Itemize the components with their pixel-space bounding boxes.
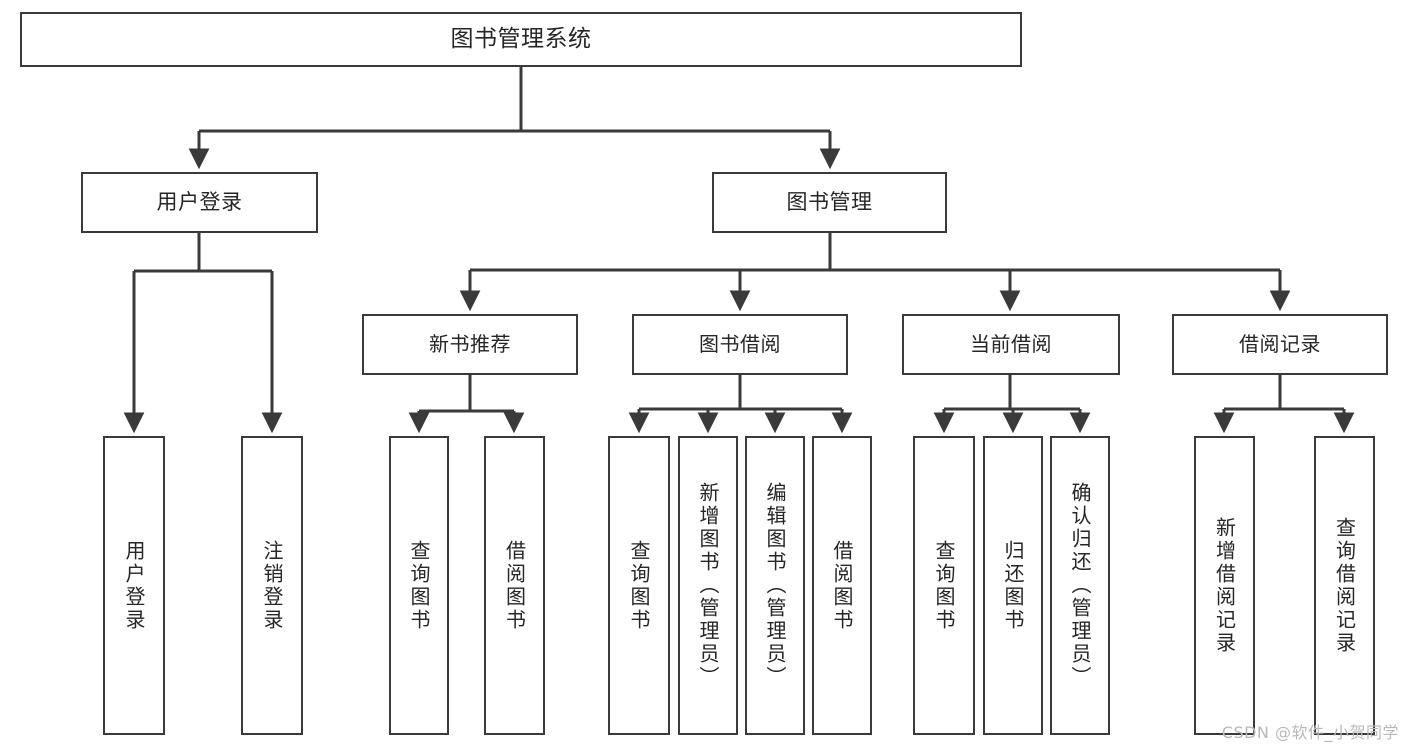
node-borrow-record[interactable]: 借阅记录 bbox=[1172, 314, 1388, 375]
leaf-borrow-book[interactable]: 借阅图书 bbox=[812, 436, 872, 735]
leaf-confirm-return-admin[interactable]: 确认归还（管理员） bbox=[1050, 436, 1110, 735]
leaf-query-book-recommend-label: 查询图书 bbox=[407, 539, 431, 632]
node-root-label: 图书管理系统 bbox=[450, 26, 592, 53]
node-book-borrow-label: 图书借阅 bbox=[699, 331, 781, 356]
leaf-add-borrow-record-label: 新增借阅记录 bbox=[1212, 516, 1237, 655]
leaf-edit-book-admin[interactable]: 编辑图书（管理员） bbox=[745, 436, 805, 735]
node-new-book-recommend-label: 新书推荐 bbox=[429, 331, 511, 356]
node-new-book-recommend[interactable]: 新书推荐 bbox=[362, 314, 578, 375]
leaf-add-book-admin-label: 新增图书（管理员） bbox=[696, 482, 720, 689]
node-book-management[interactable]: 图书管理 bbox=[712, 172, 947, 233]
leaf-edit-book-admin-label: 编辑图书（管理员） bbox=[763, 482, 787, 689]
leaf-confirm-return-admin-label: 确认归还（管理员） bbox=[1068, 482, 1092, 689]
node-book-management-label: 图书管理 bbox=[786, 190, 873, 215]
leaf-return-book[interactable]: 归还图书 bbox=[983, 436, 1043, 735]
leaf-borrow-book-recommend-label: 借阅图书 bbox=[502, 539, 527, 632]
leaf-borrow-book-label: 借阅图书 bbox=[830, 539, 854, 632]
leaf-query-book-label: 查询图书 bbox=[627, 539, 651, 632]
node-user-login-label: 用户登录 bbox=[156, 190, 243, 215]
leaf-user-login[interactable]: 用户登录 bbox=[103, 436, 165, 735]
node-borrow-record-label: 借阅记录 bbox=[1239, 331, 1321, 356]
node-user-login[interactable]: 用户登录 bbox=[81, 172, 318, 233]
leaf-query-book-recommend[interactable]: 查询图书 bbox=[389, 436, 449, 735]
leaf-return-book-label: 归还图书 bbox=[1001, 539, 1025, 632]
leaf-query-book-current-label: 查询图书 bbox=[932, 539, 956, 632]
leaf-add-borrow-record[interactable]: 新增借阅记录 bbox=[1194, 436, 1255, 735]
leaf-query-borrow-record-label: 查询借阅记录 bbox=[1332, 516, 1357, 655]
node-current-borrow-label: 当前借阅 bbox=[970, 331, 1052, 356]
leaf-user-login-label: 用户登录 bbox=[122, 539, 146, 632]
leaf-logout-label: 注销登录 bbox=[260, 539, 284, 632]
leaf-query-borrow-record[interactable]: 查询借阅记录 bbox=[1314, 436, 1375, 735]
node-root[interactable]: 图书管理系统 bbox=[20, 12, 1022, 67]
leaf-add-book-admin[interactable]: 新增图书（管理员） bbox=[678, 436, 738, 735]
leaf-logout[interactable]: 注销登录 bbox=[241, 436, 303, 735]
node-book-borrow[interactable]: 图书借阅 bbox=[632, 314, 848, 375]
leaf-borrow-book-recommend[interactable]: 借阅图书 bbox=[484, 436, 545, 735]
leaf-query-book-current[interactable]: 查询图书 bbox=[913, 436, 975, 735]
node-current-borrow[interactable]: 当前借阅 bbox=[902, 314, 1120, 375]
leaf-query-book[interactable]: 查询图书 bbox=[608, 436, 670, 735]
